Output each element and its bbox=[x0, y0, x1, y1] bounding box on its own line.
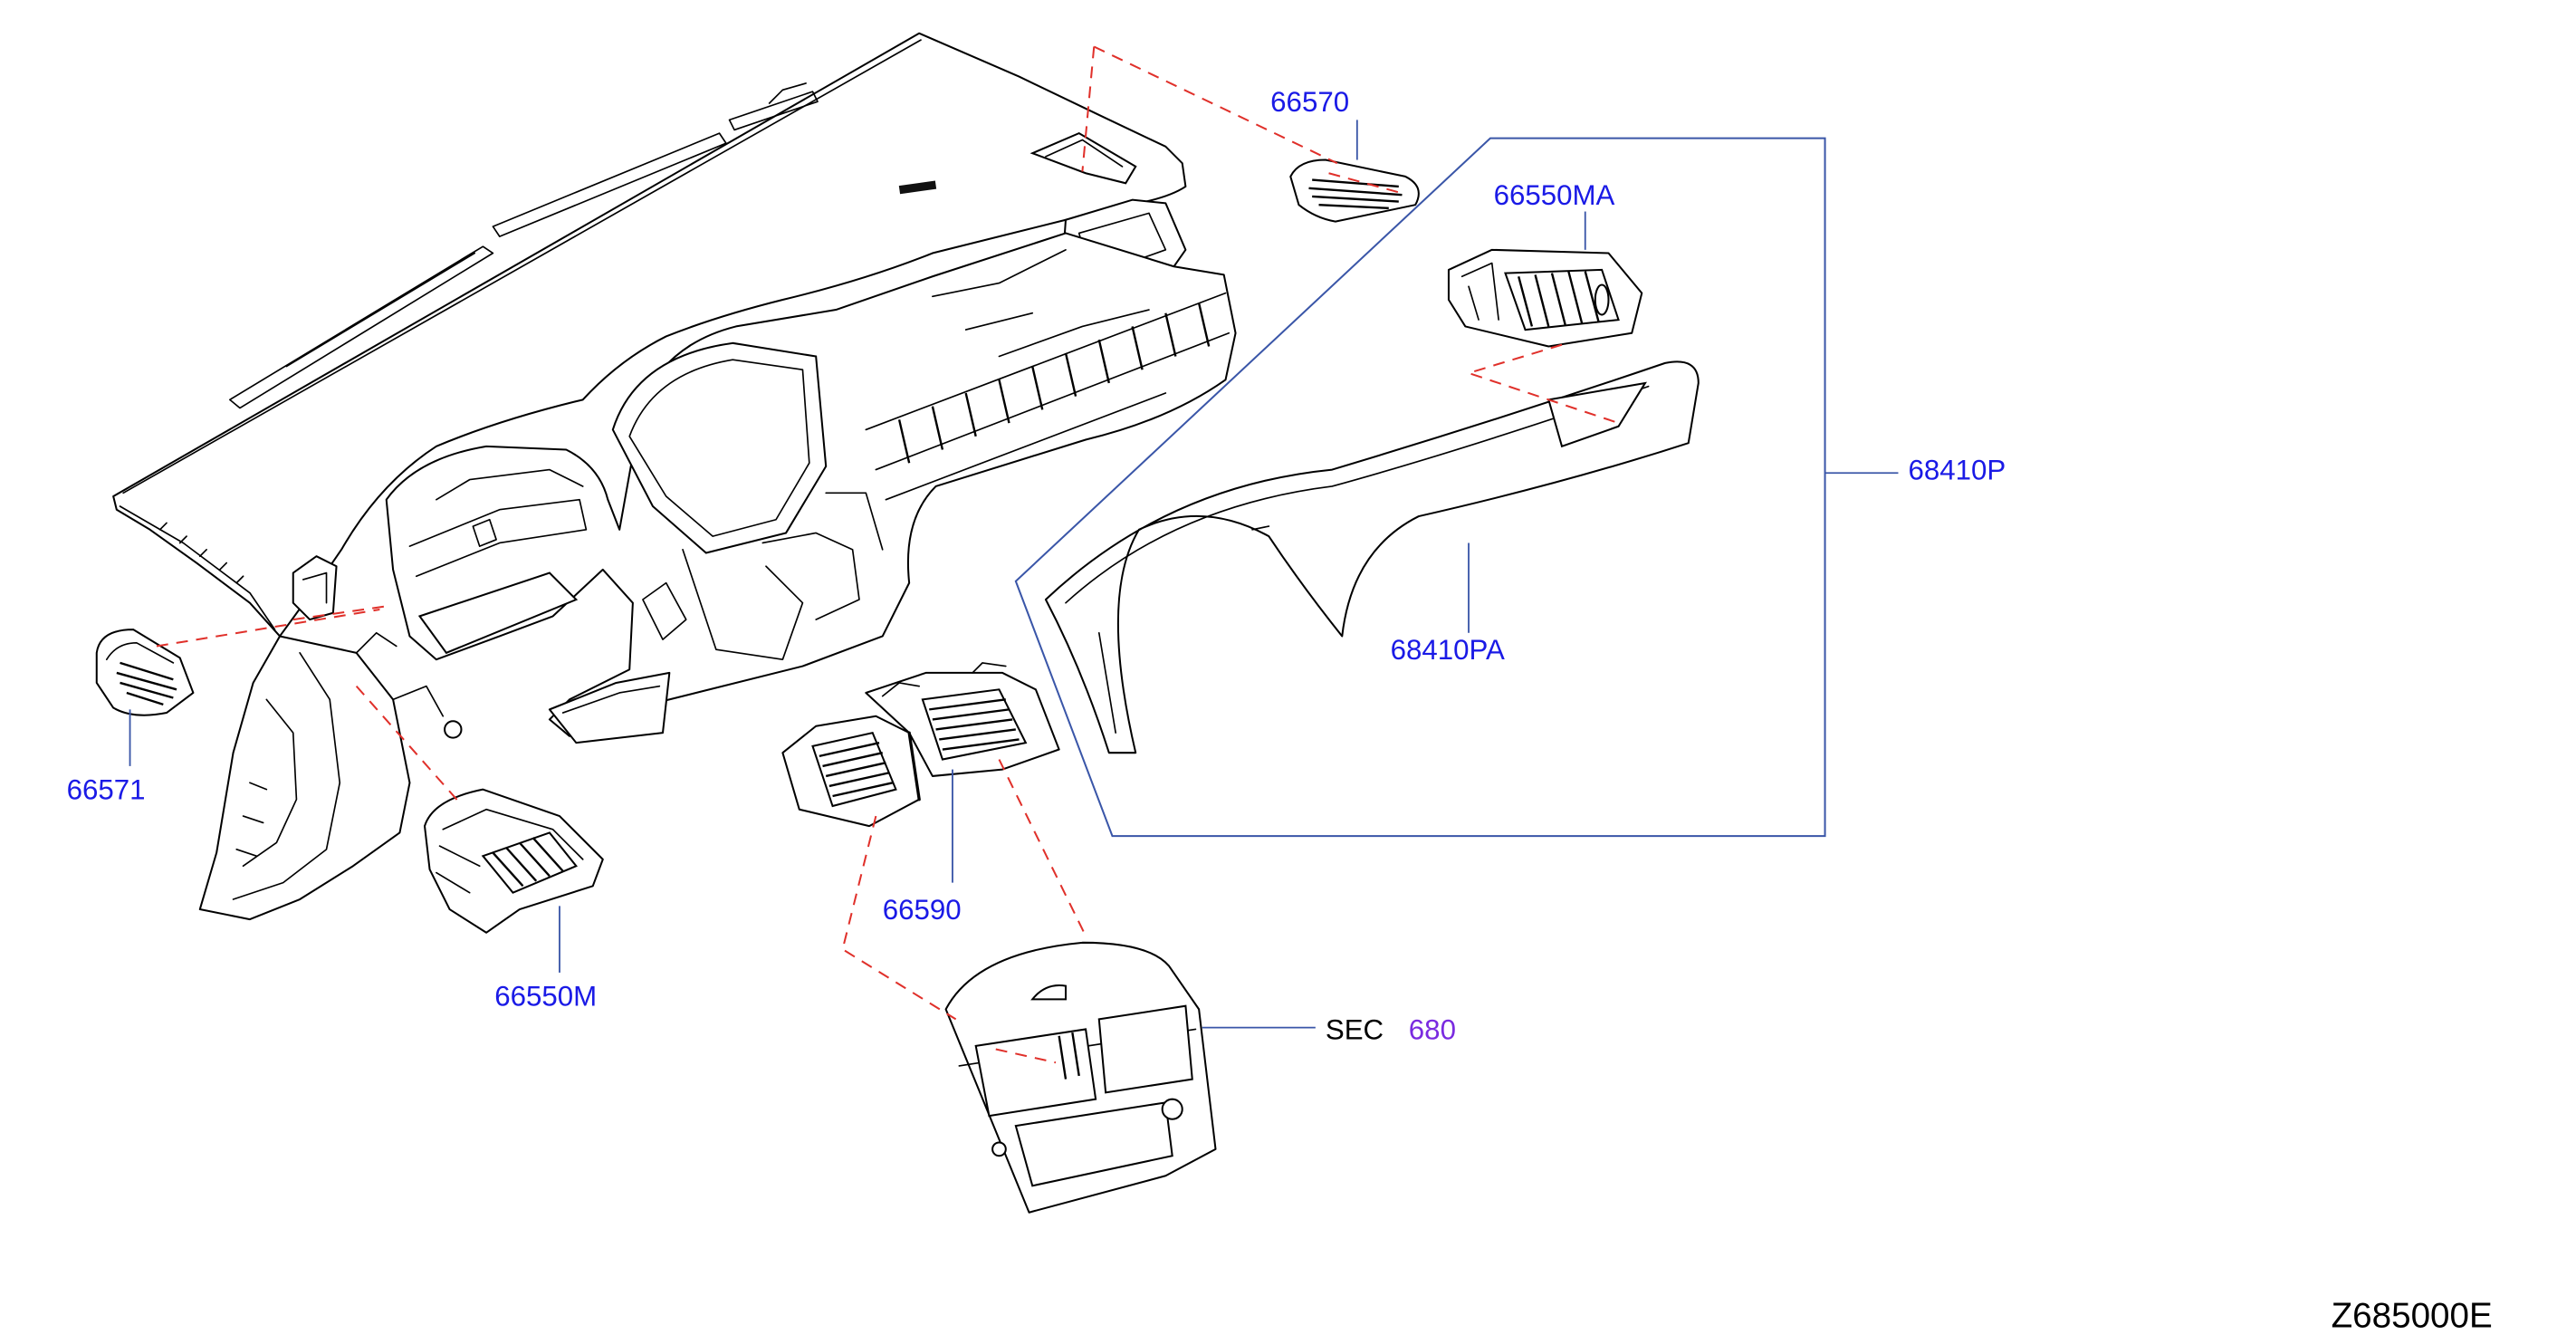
assembly-guide-lines bbox=[156, 45, 1619, 1064]
instrument-panel-structure bbox=[292, 232, 1237, 744]
grille-66570[interactable] bbox=[1289, 158, 1420, 223]
finisher-68410PA[interactable] bbox=[1044, 360, 1700, 754]
ventilator-66550M[interactable] bbox=[424, 788, 604, 934]
figure-code: Z685000E bbox=[2332, 1297, 2493, 1336]
instrument-panel-left-end bbox=[198, 631, 463, 921]
assembly-bracket-68410P bbox=[1014, 137, 1826, 838]
callout-66550MA[interactable]: 66550MA bbox=[1494, 179, 1615, 211]
section-ref-link[interactable]: 680 bbox=[1409, 1013, 1456, 1045]
section-ref-prefix: SEC bbox=[1326, 1013, 1384, 1045]
ventilator-66590[interactable] bbox=[781, 662, 1060, 828]
grille-66571[interactable] bbox=[95, 629, 195, 716]
emblem-mark bbox=[898, 180, 937, 195]
callout-68410PA[interactable]: 68410PA bbox=[1391, 634, 1505, 666]
center-cluster-panel bbox=[944, 941, 1217, 1214]
callout-66550M[interactable]: 66550M bbox=[494, 981, 597, 1013]
ventilator-66550MA[interactable] bbox=[1447, 248, 1643, 348]
callout-66570[interactable]: 66570 bbox=[1270, 86, 1349, 118]
callout-68410P[interactable]: 68410P bbox=[1908, 455, 2006, 486]
callout-66571[interactable]: 66571 bbox=[67, 774, 146, 806]
callout-66590[interactable]: 66590 bbox=[883, 894, 962, 926]
leader-lines bbox=[129, 120, 1899, 1029]
callout-labels: 66570 66550MA 68410P 68410PA 66571 66590… bbox=[67, 86, 2493, 1335]
